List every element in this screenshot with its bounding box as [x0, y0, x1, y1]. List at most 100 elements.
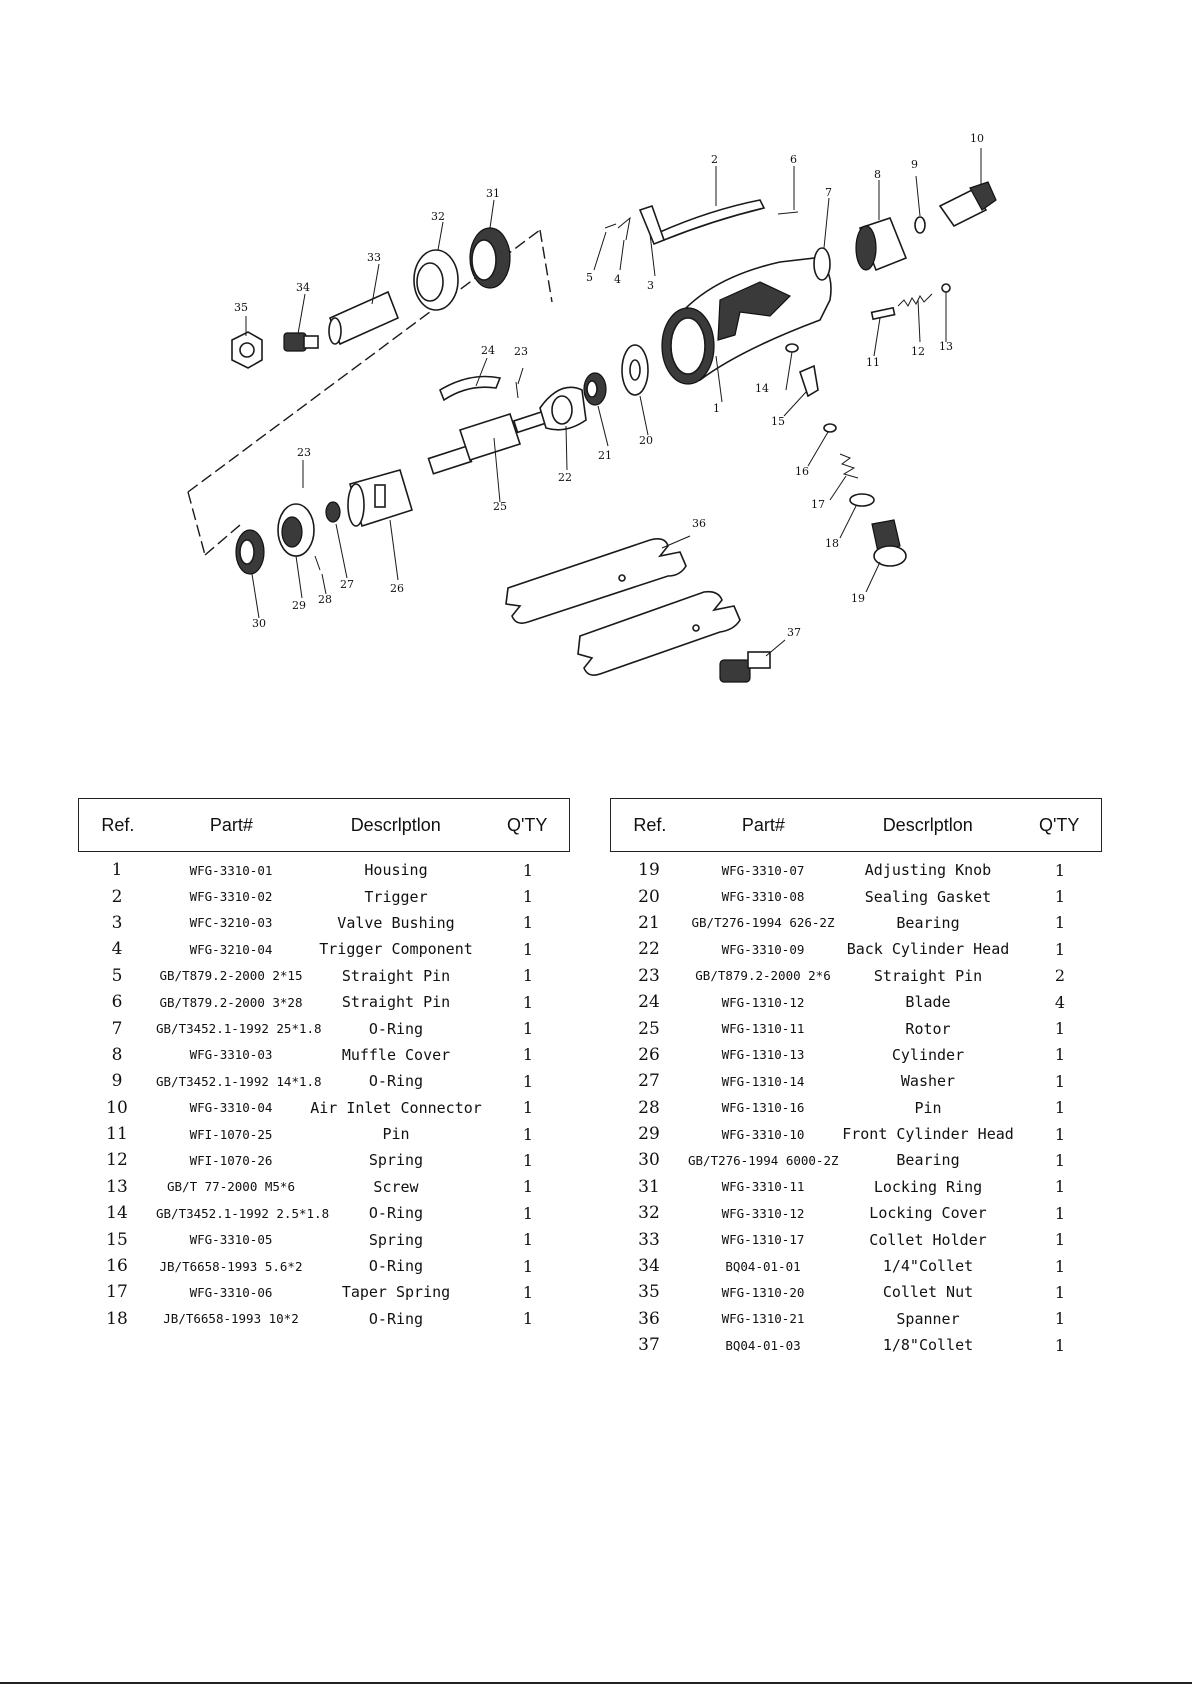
header-qty: Q'TY — [506, 814, 548, 835]
callout-11: 11 — [866, 356, 880, 369]
row-description: Bearing — [896, 913, 960, 932]
row-description: Washer — [900, 1072, 956, 1091]
row-part-number: WFG-3310-06 — [189, 1284, 273, 1300]
row-part-number: GB/T3452.1-1992 14*1.8 — [156, 1073, 322, 1089]
row-description: Trigger Component — [319, 940, 473, 959]
row-qty: 1 — [1054, 1335, 1066, 1355]
callout-19: 19 — [851, 592, 865, 605]
callout-16: 16 — [795, 465, 809, 478]
part-o-ring-9 — [914, 216, 926, 234]
row-qty: 1 — [1054, 1282, 1066, 1302]
callout-9: 9 — [911, 158, 918, 171]
row-ref: 23 — [638, 965, 660, 986]
row-description: Front Cylinder Head — [842, 1125, 1014, 1144]
row-qty: 1 — [1054, 1124, 1066, 1144]
row-ref: 4 — [111, 939, 123, 960]
row-description: 1/4"Collet — [882, 1257, 974, 1276]
row-ref: 34 — [638, 1256, 660, 1277]
row-part-number: WFG-1310-20 — [721, 1284, 805, 1300]
row-qty: 1 — [522, 1071, 534, 1091]
row-description: Straight Pin — [341, 966, 451, 985]
row-qty: 1 — [1054, 887, 1066, 907]
row-ref: 20 — [638, 886, 660, 907]
callout-5: 5 — [586, 271, 593, 284]
row-ref: 18 — [106, 1308, 128, 1329]
callout-6: 6 — [790, 153, 797, 166]
row-ref: 22 — [638, 939, 660, 960]
row-part-number: WFG-3310-08 — [721, 889, 805, 905]
row-part-number: WFG-1310-17 — [721, 1232, 805, 1248]
part-spring-12 — [897, 293, 933, 307]
row-qty: 1 — [1054, 1019, 1066, 1039]
callout-21: 21 — [598, 449, 612, 462]
part-front-cylinder-head — [277, 503, 315, 557]
row-part-number: GB/T276-1994 626-2Z — [691, 915, 835, 931]
part-spring-15 — [799, 364, 819, 398]
row-description: 1/8"Collet — [882, 1336, 974, 1355]
row-description: Air Inlet Connector — [310, 1098, 482, 1117]
row-part-number: WFG-3310-09 — [721, 941, 805, 957]
row-qty: 1 — [522, 860, 534, 880]
row-ref: 33 — [638, 1229, 660, 1250]
row-ref: 28 — [638, 1097, 660, 1118]
row-ref: 7 — [111, 1018, 123, 1039]
row-description: Pin — [914, 1098, 942, 1117]
row-description: Locking Cover — [869, 1204, 987, 1223]
table-row: 34 BQ04-01-01 1/4"Collet 1 — [610, 1253, 1102, 1279]
row-qty: 1 — [522, 1045, 534, 1065]
row-part-number: WFG-1310-12 — [721, 994, 805, 1010]
row-qty: 1 — [522, 1124, 534, 1144]
part-adjusting-knob — [871, 519, 907, 567]
row-ref: 16 — [106, 1256, 128, 1277]
part-o-ring-14 — [785, 343, 799, 353]
row-ref: 14 — [106, 1203, 128, 1224]
row-part-number: WFG-1310-13 — [721, 1047, 805, 1063]
row-part-number: WFG-1310-11 — [721, 1021, 805, 1037]
row-part-number: WFC-3210-03 — [189, 915, 273, 931]
row-qty: 2 — [1054, 966, 1066, 986]
row-ref: 11 — [106, 1124, 128, 1145]
part-o-ring-16 — [823, 423, 837, 433]
exploded-parts-diagram: 1 2 3 4 5 6 7 8 9 10 11 12 13 14 15 16 1… — [187, 132, 997, 683]
row-description: Adjusting Knob — [864, 861, 992, 880]
row-qty: 1 — [1054, 1256, 1066, 1276]
row-ref: 15 — [106, 1229, 128, 1250]
callout-20: 20 — [639, 434, 653, 447]
part-straight-pin-23-upper — [515, 381, 519, 399]
row-qty: 1 — [522, 1282, 534, 1302]
row-qty: 1 — [522, 939, 534, 959]
row-part-number: WFG-3310-07 — [721, 862, 805, 878]
row-description: Sealing Gasket — [864, 887, 992, 906]
part-spanner — [505, 538, 741, 676]
header-ref: Ref. — [101, 814, 135, 835]
part-bearing-6000 — [235, 529, 265, 575]
part-collet-quarter — [283, 332, 319, 352]
callout-25: 25 — [493, 500, 507, 513]
row-qty: 1 — [522, 1230, 534, 1250]
part-taper-spring — [839, 453, 859, 479]
row-part-number: BQ04-01-01 — [725, 1258, 801, 1274]
row-qty: 1 — [1054, 1230, 1066, 1250]
row-qty: 1 — [522, 1177, 534, 1197]
row-qty: 1 — [1054, 1098, 1066, 1118]
callout-13: 13 — [939, 340, 953, 353]
table-row: 20 WFG-3310-08 Sealing Gasket 1 — [610, 883, 1102, 909]
